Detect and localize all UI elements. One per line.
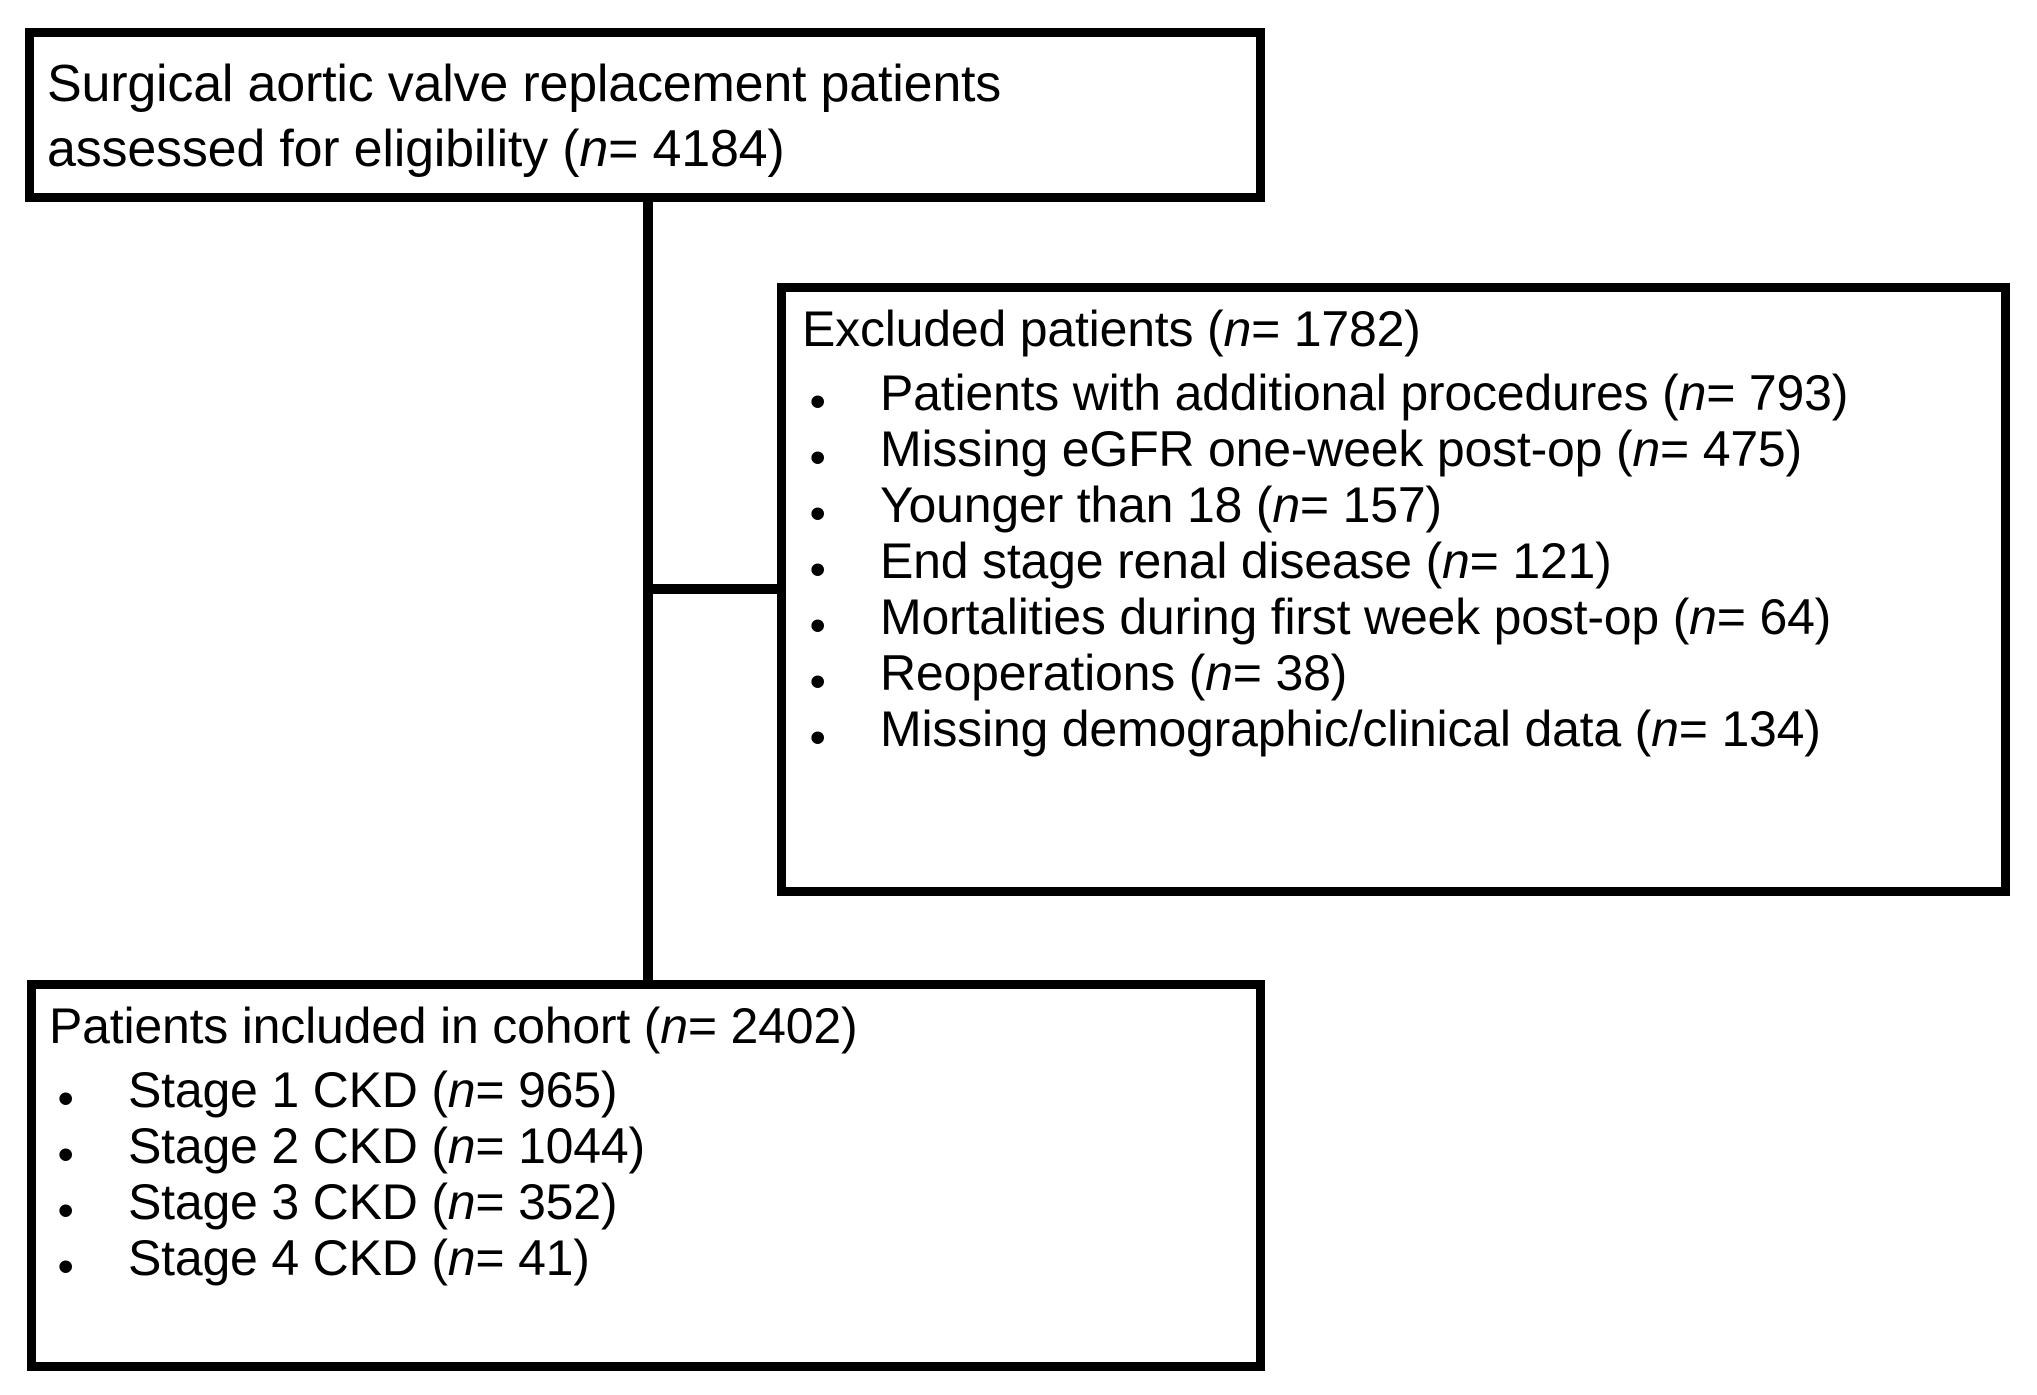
excluded-item-5-n-symbol: n bbox=[1689, 589, 1717, 645]
cohort-item-4-text: Stage 4 CKD ( bbox=[128, 1230, 448, 1286]
node-assessed-for-eligibility: Surgical aortic valve replacement patien… bbox=[25, 28, 1265, 202]
excluded-item-4-text: End stage renal disease ( bbox=[880, 533, 1443, 589]
excluded-header-n-symbol: n bbox=[1223, 301, 1252, 357]
excluded-item-5-n-value: = 64) bbox=[1716, 589, 1832, 645]
connector-horizontal-to-excluded bbox=[643, 584, 786, 594]
excluded-item-3: Younger than 18 (n= 157) bbox=[880, 476, 1442, 534]
bullet-icon: • bbox=[810, 489, 826, 538]
excluded-header: Excluded patients (n= 1782) bbox=[802, 300, 1421, 358]
excluded-item-4-n-symbol: n bbox=[1442, 533, 1470, 589]
assessed-line-1: Surgical aortic valve replacement patien… bbox=[47, 55, 1002, 113]
excluded-item-5-text: Mortalities during first week post-op ( bbox=[880, 589, 1690, 645]
cohort-box-content: Patients included in cohort (n= 2402) • … bbox=[36, 989, 1256, 1362]
assessed-line-2-text: assessed for eligibility ( bbox=[47, 120, 580, 178]
excluded-item-1-text: Patients with additional procedures ( bbox=[880, 365, 1679, 421]
excluded-item-1: Patients with additional procedures (n= … bbox=[880, 364, 1848, 422]
cohort-header: Patients included in cohort (n= 2402) bbox=[49, 997, 858, 1055]
cohort-item-4-n-value: = 41) bbox=[475, 1230, 590, 1286]
excluded-item-1-n-value: = 793) bbox=[1706, 365, 1849, 421]
excluded-item-1-n-symbol: n bbox=[1678, 365, 1707, 421]
excluded-box-content: Excluded patients (n= 1782) • Patients w… bbox=[786, 292, 2001, 887]
assessed-n-symbol: n bbox=[579, 120, 609, 178]
cohort-item-4: Stage 4 CKD (n= 41) bbox=[128, 1229, 590, 1287]
bullet-icon: • bbox=[810, 377, 826, 426]
cohort-item-4-n-symbol: n bbox=[447, 1230, 476, 1286]
cohort-item-1-n-value: = 965) bbox=[475, 1062, 618, 1118]
excluded-item-4: End stage renal disease (n= 121) bbox=[880, 532, 1612, 590]
excluded-item-2-n-value: = 475) bbox=[1660, 421, 1802, 477]
assessed-line-2: assessed for eligibility (n= 4184) bbox=[47, 119, 785, 179]
bullet-icon: • bbox=[58, 1186, 74, 1235]
cohort-item-2-text: Stage 2 CKD ( bbox=[128, 1118, 448, 1174]
excluded-item-6: Reoperations (n= 38) bbox=[880, 644, 1347, 702]
bullet-icon: • bbox=[810, 657, 826, 706]
assessed-box-content: Surgical aortic valve replacement patien… bbox=[34, 37, 1256, 193]
excluded-item-7-text: Missing demographic/clinical data ( bbox=[880, 701, 1652, 757]
cohort-item-1: Stage 1 CKD (n= 965) bbox=[128, 1061, 618, 1119]
excluded-item-3-n-symbol: n bbox=[1272, 477, 1300, 533]
excluded-item-3-text: Younger than 18 ( bbox=[880, 477, 1273, 533]
cohort-item-1-n-symbol: n bbox=[447, 1062, 476, 1118]
excluded-item-7-n-value: = 134) bbox=[1678, 701, 1821, 757]
node-patients-included-in-cohort: Patients included in cohort (n= 2402) • … bbox=[27, 980, 1265, 1371]
bullet-icon: • bbox=[810, 433, 826, 482]
cohort-item-2-n-value: = 1044) bbox=[475, 1118, 645, 1174]
bullet-icon: • bbox=[810, 601, 826, 650]
excluded-item-3-n-value: = 157) bbox=[1299, 477, 1442, 533]
bullet-icon: • bbox=[58, 1130, 74, 1179]
assessed-n-value: = 4184) bbox=[608, 120, 785, 178]
excluded-item-6-n-symbol: n bbox=[1205, 645, 1233, 701]
bullet-icon: • bbox=[810, 713, 826, 762]
cohort-item-3-text: Stage 3 CKD ( bbox=[128, 1174, 448, 1230]
excluded-item-4-n-value: = 121) bbox=[1469, 533, 1612, 589]
cohort-header-n-symbol: n bbox=[660, 998, 688, 1054]
excluded-item-2-n-symbol: n bbox=[1632, 421, 1661, 477]
bullet-icon: • bbox=[810, 545, 826, 594]
excluded-item-6-text: Reoperations ( bbox=[880, 645, 1206, 701]
excluded-item-6-n-value: = 38) bbox=[1232, 645, 1348, 701]
cohort-item-1-text: Stage 1 CKD ( bbox=[128, 1062, 448, 1118]
cohort-item-2: Stage 2 CKD (n= 1044) bbox=[128, 1117, 645, 1175]
node-excluded-patients: Excluded patients (n= 1782) • Patients w… bbox=[777, 283, 2010, 896]
bullet-icon: • bbox=[58, 1242, 74, 1291]
cohort-header-text: Patients included in cohort ( bbox=[49, 998, 661, 1054]
excluded-item-2-text: Missing eGFR one-week post-op ( bbox=[880, 421, 1633, 477]
bullet-icon: • bbox=[58, 1074, 74, 1123]
excluded-item-2: Missing eGFR one-week post-op (n= 475) bbox=[880, 420, 1802, 478]
excluded-header-n-value: = 1782) bbox=[1251, 301, 1421, 357]
excluded-header-text: Excluded patients ( bbox=[802, 301, 1224, 357]
cohort-item-3: Stage 3 CKD (n= 352) bbox=[128, 1173, 618, 1231]
excluded-item-7: Missing demographic/clinical data (n= 13… bbox=[880, 700, 1821, 758]
cohort-item-2-n-symbol: n bbox=[447, 1118, 476, 1174]
cohort-header-n-value: = 2402) bbox=[687, 998, 858, 1054]
excluded-item-5: Mortalities during first week post-op (n… bbox=[880, 588, 1831, 646]
cohort-item-3-n-value: = 352) bbox=[475, 1174, 618, 1230]
excluded-item-7-n-symbol: n bbox=[1651, 701, 1679, 757]
cohort-item-3-n-symbol: n bbox=[447, 1174, 476, 1230]
